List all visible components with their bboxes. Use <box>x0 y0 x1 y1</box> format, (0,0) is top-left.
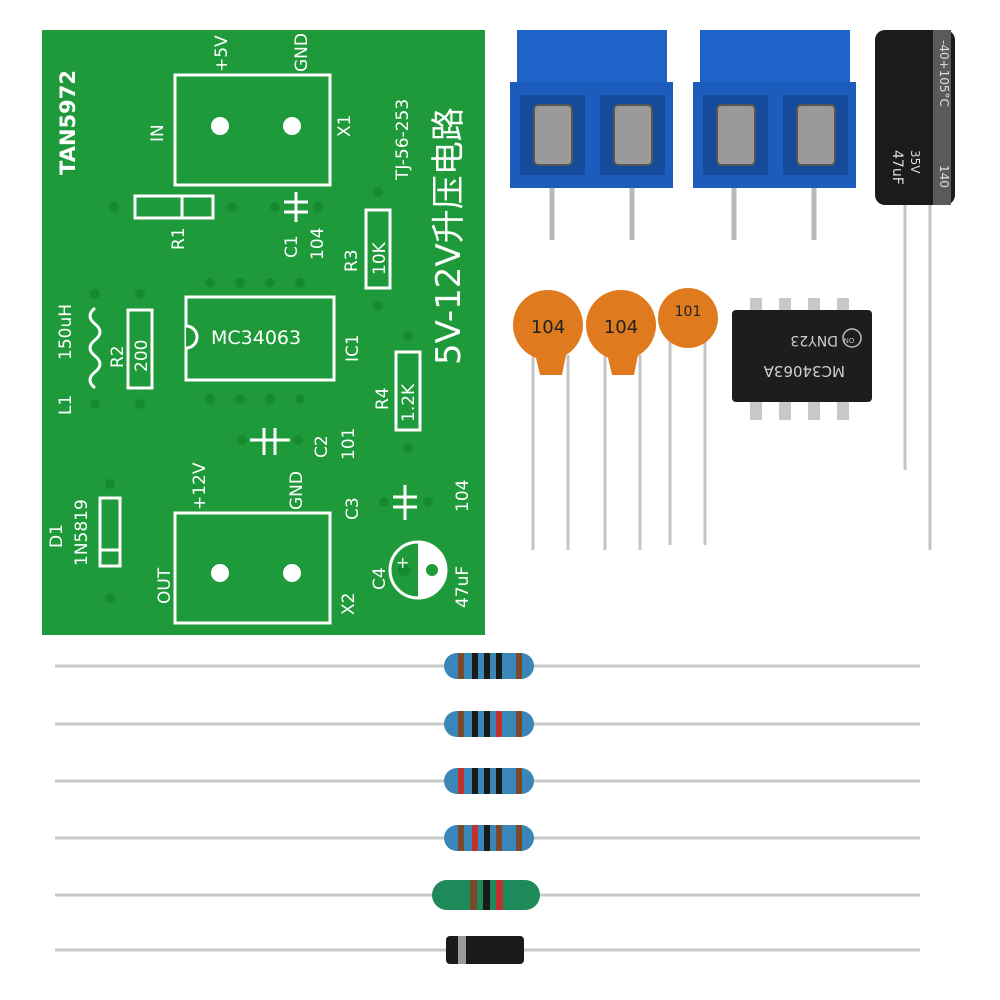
inductor-l1 <box>55 880 920 910</box>
d1-ref-label: D1 <box>47 524 67 548</box>
x1-gnd-label: GND <box>292 33 312 72</box>
l1-footprint: 150uH L1 <box>56 289 102 415</box>
c4-value-label: 47uF <box>453 566 473 608</box>
r4-footprint: R4 1.2K <box>373 331 422 453</box>
c3-ref-label: C3 <box>343 497 363 520</box>
electrolytic-rating: -40+105°C <box>937 40 951 107</box>
c4-footprint: + C4 47uF <box>370 540 473 608</box>
ceramic-capacitor-3: 101 <box>658 288 718 545</box>
x2-ref-label: X2 <box>339 593 359 615</box>
resistor-4 <box>55 825 920 851</box>
r1-ref-label: R1 <box>169 227 189 250</box>
x2-footprint: +12V GND OUT X2 <box>155 462 359 625</box>
ic-chip-marking-line1: DNY23 <box>790 332 838 348</box>
ic1-ref-label: IC1 <box>343 334 363 362</box>
ic-chip-logo: ON <box>844 336 855 344</box>
pcb-part-number: TJ-56-253 <box>393 99 413 181</box>
r2-footprint: R2 200 <box>108 289 154 409</box>
c1-value-label: 104 <box>308 228 328 260</box>
electrolytic-value: 47uF <box>889 150 905 185</box>
electrolytic-voltage: 35V <box>908 150 922 174</box>
x1-in-label: IN <box>148 124 168 142</box>
ceramic-capacitor-3-label: 101 <box>675 304 702 320</box>
c3-value-label: 104 <box>453 480 473 512</box>
d1-value-label: 1N5819 <box>72 499 92 566</box>
c1-footprint: C1 104 <box>270 192 328 260</box>
r2-ref-label: R2 <box>108 345 128 368</box>
x2-out-label: OUT <box>155 567 175 604</box>
ic-chip-marking-line2: MC34063A <box>763 362 845 380</box>
c2-value-label: 101 <box>339 428 359 460</box>
r3-ref-label: R3 <box>342 249 362 272</box>
pcb-board: TAN5972 TJ-56-253 5V-12V升压电路 +5V GND IN … <box>42 30 485 635</box>
c3-footprint: C3 104 <box>343 480 473 520</box>
pcb-board-id: TAN5972 <box>56 70 80 175</box>
x1-footprint: +5V GND IN X1 <box>148 33 355 187</box>
ceramic-capacitor-1-label: 104 <box>531 317 565 338</box>
l1-value-label: 150uH <box>56 304 76 360</box>
c4-ref-label: C4 <box>370 567 390 590</box>
c4-plus-sign: + <box>396 553 409 572</box>
r4-value-label: 1.2K <box>399 383 419 422</box>
ceramic-capacitor-2: 104 <box>586 290 656 550</box>
ceramic-capacitor-1: 104 <box>513 290 583 550</box>
pcb-title: 5V-12V升压电路 <box>429 107 469 365</box>
r2-value-label: 200 <box>132 340 152 372</box>
electrolytic-code: 140 <box>937 165 951 188</box>
electrolytic-capacitor: -40+105°C 47uF 35V 140 <box>875 30 955 550</box>
resistor-1 <box>55 653 920 679</box>
ic1-value-label: MC34063 <box>211 327 301 349</box>
ceramic-capacitor-2-label: 104 <box>604 317 638 338</box>
c2-footprint: C2 101 <box>237 428 359 460</box>
x2-pos-label: +12V <box>190 462 210 510</box>
r3-value-label: 10K <box>370 241 390 275</box>
diode-d1 <box>55 936 920 964</box>
d1-footprint: D1 1N5819 <box>47 479 122 603</box>
x1-ref-label: X1 <box>335 115 355 137</box>
screw-terminal-2 <box>693 30 856 240</box>
r4-ref-label: R4 <box>373 387 393 410</box>
ic1-footprint: MC34063 IC1 <box>184 278 363 404</box>
c1-ref-label: C1 <box>282 235 302 258</box>
r1-footprint: R1 <box>109 194 237 250</box>
c2-ref-label: C2 <box>312 435 332 458</box>
r3-footprint: R3 10K <box>342 187 392 311</box>
ic-chip: ON DNY23 MC34063A <box>732 298 872 420</box>
x2-gnd-label: GND <box>287 471 307 510</box>
x1-pos-label: +5V <box>212 35 232 72</box>
resistor-3 <box>55 768 920 794</box>
resistor-2 <box>55 711 920 737</box>
screw-terminal-1 <box>510 30 673 240</box>
l1-ref-label: L1 <box>56 395 76 415</box>
